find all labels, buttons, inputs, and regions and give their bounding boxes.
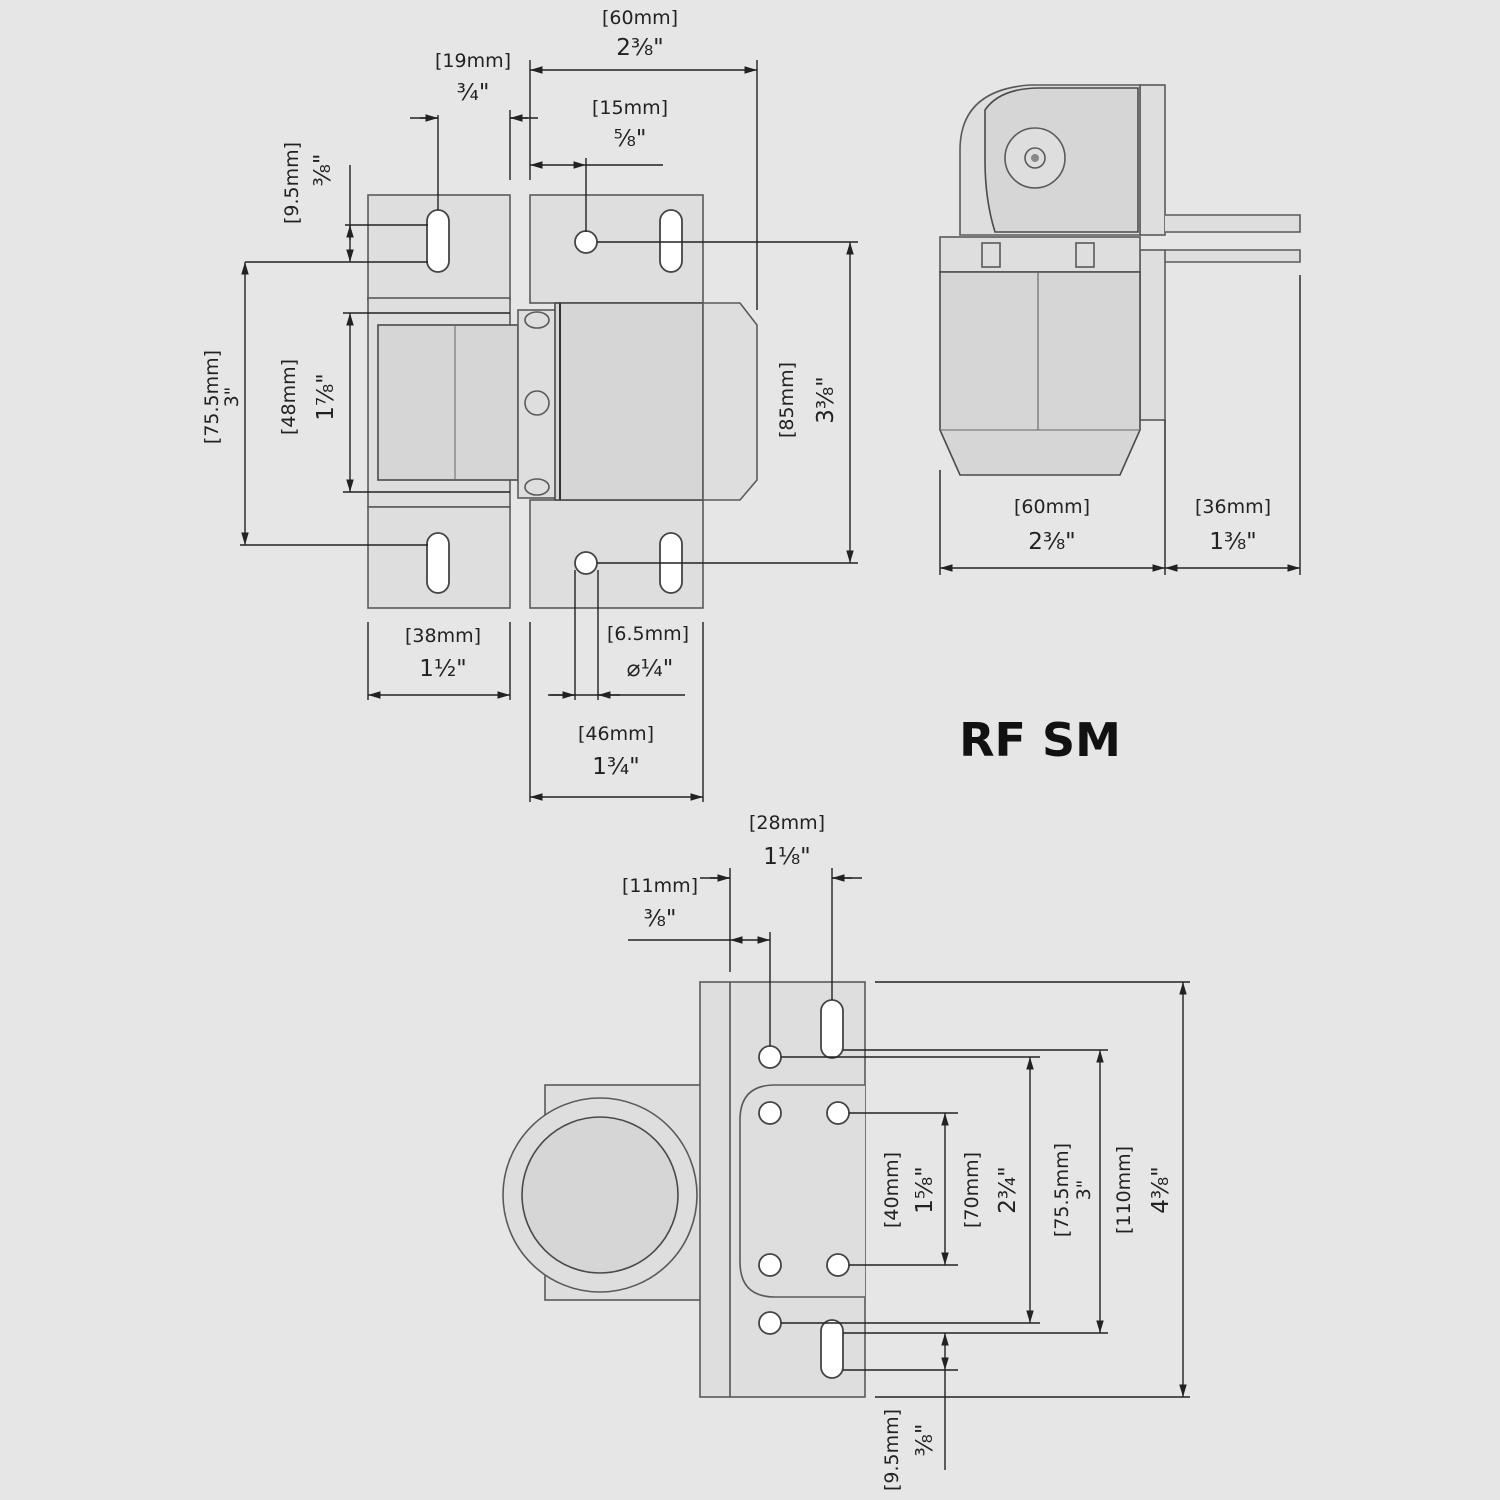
dim-flange-width-in: 1³⁄₈" — [1209, 529, 1257, 555]
dim-hole-spacing-in: 3³⁄₈" — [813, 376, 839, 424]
front-view: [60mm] 2³⁄₈" [19mm] ³⁄₄" [15mm] ⁵⁄₈" [9.… — [201, 7, 858, 802]
dim-outer-hole-spacing-in: 2³⁄₄" — [995, 1166, 1021, 1214]
dim-inner-hole-spacing-in: 1⁵⁄₈" — [912, 1166, 938, 1214]
bottom-view: [28mm] 1¹⁄₈" [11mm] ³⁄₈" [40mm] 1⁵⁄₈" [7… — [502, 812, 1190, 1491]
side-body — [939, 271, 1141, 476]
dim-side-width-mm: [60mm] — [1014, 496, 1090, 518]
dim-bottom-slot-spacing-in: 3" — [1073, 1180, 1095, 1201]
dim-inner-hole-spacing-mm: [40mm] — [881, 1152, 903, 1228]
dim-hole-offset-mm: [15mm] — [592, 97, 668, 119]
dim-slot-length-mm: [9.5mm] — [281, 142, 303, 224]
dim-bottom-hole-offset-mm: [11mm] — [622, 875, 698, 897]
dim-bottom-hole-offset-in: ³⁄₈" — [644, 906, 677, 932]
dim-body-height-mm: [48mm] — [278, 359, 300, 435]
dim-bottom-slot-spacing-mm: [75.5mm] — [1051, 1143, 1073, 1237]
dim-right-leaf-width-in: 1³⁄₄" — [592, 754, 640, 780]
dim-slot-offset-mm: [19mm] — [435, 50, 511, 72]
dim-overall-width-in: 2³⁄₈" — [616, 35, 664, 61]
dim-body-height-in: 1⁷⁄₈" — [313, 373, 339, 421]
dim-right-leaf-width-mm: [46mm] — [578, 723, 654, 745]
dim-plate-height-in: 4³⁄₈" — [1148, 1166, 1174, 1214]
barrel-cap — [702, 302, 758, 501]
product-title: RF SM — [959, 713, 1121, 767]
dim-flange-width-mm: [36mm] — [1195, 496, 1271, 518]
dim-hole-diameter-in: ⌀¹⁄₄" — [627, 656, 674, 682]
dim-slot-length-in: ³⁄₈" — [310, 154, 336, 187]
dim-overall-width-mm: [60mm] — [602, 7, 678, 29]
dim-bottom-slot-length-mm: [9.5mm] — [881, 1409, 903, 1491]
dim-hole-diameter-mm: [6.5mm] — [607, 623, 689, 645]
dim-left-leaf-width-mm: [38mm] — [405, 625, 481, 647]
dim-bottom-slot-offset-in: 1¹⁄₈" — [763, 844, 811, 870]
dim-side-width-in: 2³⁄₈" — [1028, 529, 1076, 555]
dim-slot-spacing-mm: [75.5mm] — [201, 350, 223, 444]
dim-outer-hole-spacing-mm: [70mm] — [961, 1152, 983, 1228]
dim-slot-offset-in: ³⁄₄" — [457, 80, 490, 106]
dim-bottom-slot-length-in: ³⁄₈" — [912, 1424, 938, 1457]
barrel — [554, 302, 704, 501]
left-body — [377, 324, 519, 481]
dim-hole-spacing-mm: [85mm] — [776, 362, 798, 438]
dim-left-leaf-width-in: 1¹⁄₂" — [419, 656, 467, 682]
dim-slot-spacing-in: 3" — [221, 387, 243, 408]
dim-bottom-slot-offset-mm: [28mm] — [749, 812, 825, 834]
dim-plate-height-mm: [110mm] — [1113, 1146, 1135, 1234]
side-view: [60mm] 2³⁄₈" [36mm] 1³⁄₈" — [939, 84, 1301, 575]
dim-hole-offset-in: ⁵⁄₈" — [614, 126, 647, 152]
